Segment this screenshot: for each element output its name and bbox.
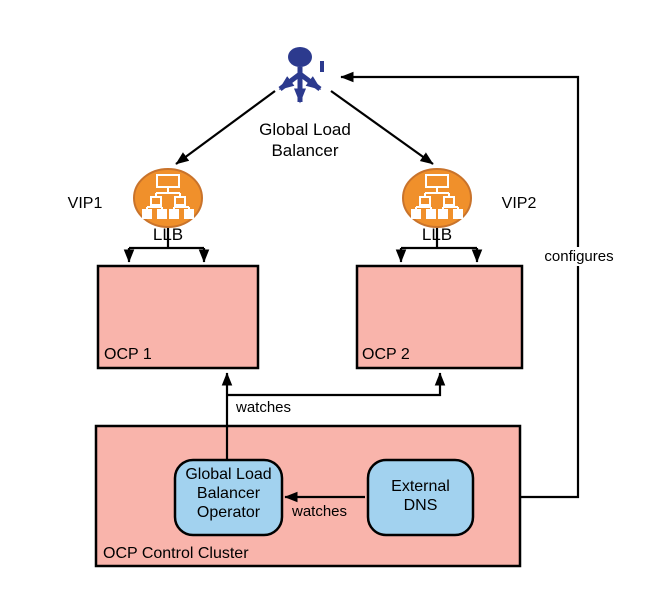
ocp-control-cluster-label: OCP Control Cluster <box>103 545 249 562</box>
vip2-icon <box>402 168 472 228</box>
ocp1-label: OCP 1 <box>104 346 152 363</box>
external-dns-label: External DNS <box>391 478 450 514</box>
glb-operator-box <box>173 458 284 537</box>
watches-dns-label: watches <box>292 503 348 520</box>
vip1-label: VIP1 <box>67 195 103 212</box>
ocp2-box <box>355 264 524 370</box>
vip1-icon <box>133 168 203 228</box>
global-load-balancer-label: Global Load Balancer <box>259 120 351 160</box>
configures-label: configures <box>536 247 622 266</box>
edge-glb-to-vip1 <box>175 90 276 165</box>
ocp1-box <box>96 264 260 370</box>
edge-watches-ocp2 <box>227 372 446 397</box>
watches-ocp-label: watches <box>236 399 292 416</box>
llb2-connector <box>401 227 477 250</box>
external-dns-box <box>366 458 475 537</box>
llb1-connector <box>129 227 204 250</box>
vip2-label: VIP2 <box>501 195 537 212</box>
edge-glb-to-vip2 <box>330 90 434 165</box>
edge-configures <box>340 71 580 499</box>
global-load-balancer-icon <box>278 47 324 104</box>
ocp2-label: OCP 2 <box>362 346 410 363</box>
glb-operator-label: Global Load Balancer Operator <box>185 466 272 521</box>
llb1-label: LLB <box>152 225 184 244</box>
llb2-label: LLB <box>421 225 453 244</box>
